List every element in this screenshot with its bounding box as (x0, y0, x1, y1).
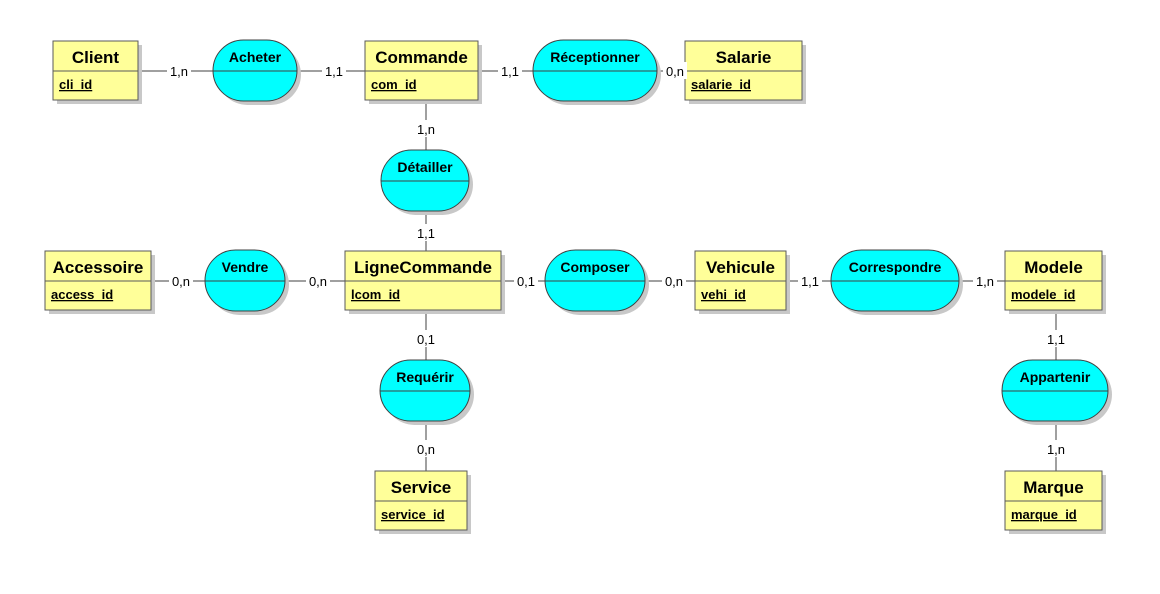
cardinality-label: 0,n (417, 442, 435, 457)
cardinality-bg (798, 272, 822, 289)
cardinality-accessoire-vendre: 0,n (169, 272, 193, 289)
entity-identifier: vehi_id (701, 287, 746, 302)
relationship-title: Appartenir (1020, 369, 1091, 385)
entity-identifier: cli_id (59, 77, 92, 92)
entity-title: LigneCommande (354, 258, 492, 277)
cardinality-label: 1,1 (501, 64, 519, 79)
cardinality-requerir-service: 0,n (414, 440, 438, 457)
cardinality-bg (663, 62, 687, 79)
entity-title: Salarie (716, 48, 772, 67)
entity-vehicule[interactable]: Vehicule vehi_id (694, 250, 790, 314)
entity-modele[interactable]: Modele modele_id (1004, 250, 1106, 314)
cardinality-client-acheter: 1,n (167, 62, 191, 79)
cardinalities-layer: 1,n 1,1 1,1 0,n 1,n 1,1 0,n 0,n 0,1 0,n 1,1 1,n 0,1 0… (167, 62, 1068, 457)
entity-identifier: service_id (381, 507, 445, 522)
cardinality-lignecommande-composer: 0,1 (514, 272, 538, 289)
cardinality-label: 1,n (170, 64, 188, 79)
relationship-vendre[interactable]: Vendre (204, 249, 289, 315)
entity-identifier: modele_id (1011, 287, 1075, 302)
relationship-title: Composer (560, 259, 630, 275)
cardinality-appartenir-marque: 1,n (1044, 440, 1068, 457)
cardinality-bg (514, 272, 538, 289)
cardinality-bg (662, 272, 686, 289)
relationship-detailler[interactable]: Détailler (380, 149, 473, 215)
cardinality-bg (414, 224, 438, 241)
cardinality-detailler-lignecommande: 1,1 (414, 224, 438, 241)
relationship-title: Réceptionner (550, 49, 640, 65)
cardinality-bg (169, 272, 193, 289)
cardinality-label: 0,1 (417, 332, 435, 347)
cardinality-bg (306, 272, 330, 289)
relationship-title: Acheter (229, 49, 282, 65)
cardinality-commande-detailler: 1,n (414, 120, 438, 137)
entity-marque[interactable]: Marque marque_id (1004, 470, 1106, 534)
entity-title: Modele (1024, 258, 1083, 277)
cardinality-label: 0,n (172, 274, 190, 289)
cardinality-bg (414, 120, 438, 137)
cardinality-acheter-commande: 1,1 (322, 62, 346, 79)
relationship-title: Requérir (396, 369, 454, 385)
cardinality-receptionner-salarie: 0,n (663, 62, 687, 79)
cardinality-bg (322, 62, 346, 79)
relationship-composer[interactable]: Composer (544, 249, 649, 315)
entity-title: Vehicule (706, 258, 775, 277)
cardinality-bg (1044, 330, 1068, 347)
entity-identifier: salarie_id (691, 77, 751, 92)
entity-commande[interactable]: Commande com_id (364, 40, 482, 104)
cardinality-bg (498, 62, 522, 79)
relationship-correspondre[interactable]: Correspondre (830, 249, 963, 315)
relationship-requerir[interactable]: Requérir (379, 359, 474, 425)
entity-salarie[interactable]: Salarie salarie_id (684, 40, 806, 104)
entity-identifier: access_id (51, 287, 113, 302)
cardinality-label: 0,n (665, 274, 683, 289)
cardinality-lignecommande-requerir: 0,1 (414, 330, 438, 347)
cardinality-bg (1044, 440, 1068, 457)
entity-title: Service (391, 478, 452, 497)
entity-title: Accessoire (53, 258, 144, 277)
relationship-title: Vendre (222, 259, 269, 275)
entity-title: Marque (1023, 478, 1083, 497)
relationship-appartenir[interactable]: Appartenir (1001, 359, 1112, 425)
cardinality-label: 1,1 (417, 226, 435, 241)
entity-accessoire[interactable]: Accessoire access_id (44, 250, 155, 314)
cardinality-label: 1,1 (325, 64, 343, 79)
entity-identifier: com_id (371, 77, 417, 92)
relationship-acheter[interactable]: Acheter (212, 39, 301, 105)
relationship-title: Détailler (397, 159, 453, 175)
cardinality-vehicule-correspondre: 1,1 (798, 272, 822, 289)
cardinality-commande-receptionner: 1,1 (498, 62, 522, 79)
cardinality-label: 1,n (1047, 442, 1065, 457)
cardinality-label: 0,n (666, 64, 684, 79)
cardinality-label: 1,n (417, 122, 435, 137)
relationship-title: Correspondre (849, 259, 942, 275)
cardinality-bg (167, 62, 191, 79)
cardinality-composer-vehicule: 0,n (662, 272, 686, 289)
cardinality-bg (414, 330, 438, 347)
cardinality-label: 1,1 (801, 274, 819, 289)
cardinality-correspondre-modele: 1,n (973, 272, 997, 289)
cardinality-vendre-lignecommande: 0,n (306, 272, 330, 289)
cardinality-label: 1,1 (1047, 332, 1065, 347)
cardinality-label: 1,n (976, 274, 994, 289)
entity-lignecommande[interactable]: LigneCommande lcom_id (344, 250, 505, 314)
relationship-receptionner[interactable]: Réceptionner (532, 39, 661, 105)
cardinality-bg (973, 272, 997, 289)
shapes-layer: Client cli_id Commande com_id Salarie salarie… (44, 39, 1112, 534)
entity-identifier: lcom_id (351, 287, 400, 302)
entity-identifier: marque_id (1011, 507, 1077, 522)
cardinality-label: 0,n (309, 274, 327, 289)
cardinality-modele-appartenir: 1,1 (1044, 330, 1068, 347)
entity-title: Commande (375, 48, 468, 67)
cardinality-bg (414, 440, 438, 457)
entity-title: Client (72, 48, 120, 67)
entity-client[interactable]: Client cli_id (52, 40, 142, 104)
entity-service[interactable]: Service service_id (374, 470, 471, 534)
cardinality-label: 0,1 (517, 274, 535, 289)
